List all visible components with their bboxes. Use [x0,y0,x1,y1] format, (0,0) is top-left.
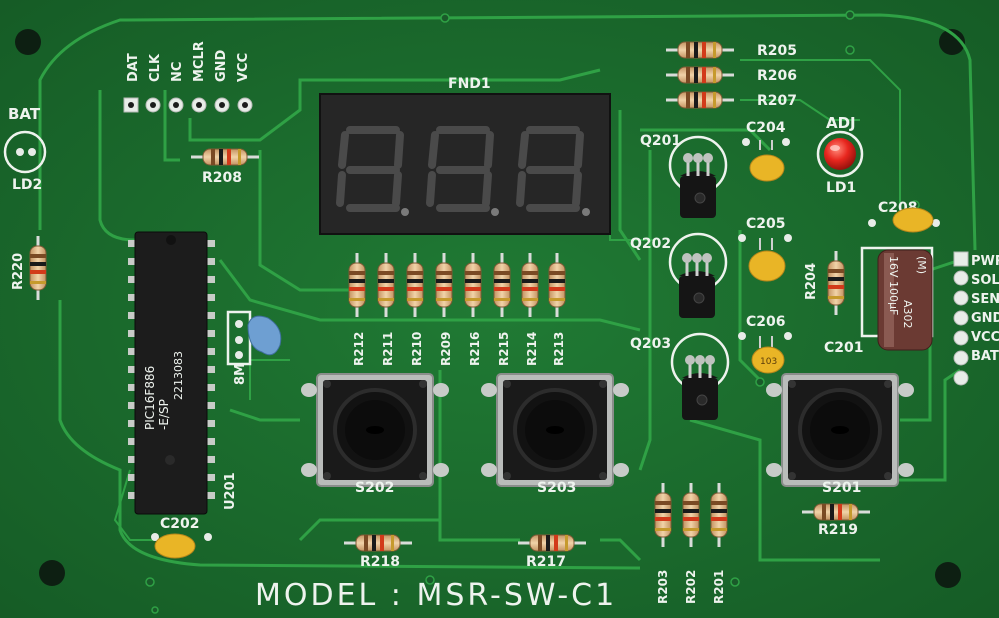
ld2-label: LD2 [12,177,42,193]
conn-label-sen: SEN [971,292,999,307]
capacitor-c205: C205 [738,216,792,282]
microcontroller-u201: PIC16F886 -E/SP 2213083 U201 [128,231,238,515]
svg-text:S203: S203 [537,480,576,496]
svg-text:R205: R205 [757,43,797,59]
header-label-nc: NC [170,62,185,82]
transistor-q201: Q201 [640,133,728,220]
svg-text:C201: C201 [824,340,864,356]
chip-part-number: PIC16F886 [143,366,157,430]
mounting-holes [15,29,965,588]
svg-text:R218: R218 [360,554,400,570]
push-button-s201[interactable]: S201 [764,372,916,496]
svg-text:R220: R220 [11,253,26,290]
svg-text:S202: S202 [355,480,394,496]
svg-text:R207: R207 [757,93,797,109]
svg-text:R203: R203 [656,570,670,604]
battery-led-ld2: BAT LD2 [3,105,47,193]
conn-label-bat: BAT [971,349,999,364]
svg-text:Q201: Q201 [640,133,681,149]
resistor-r217: R217 [516,533,588,570]
model-label: MODEL : MSR-SW-C1 [255,578,617,613]
svg-text:R216: R216 [468,332,482,366]
seven-segment-display: FND1 [319,76,611,235]
ecap-code: A302 [901,300,914,329]
resistor-r218: R218 [342,533,414,570]
copper-traces [38,13,977,570]
svg-text:R208: R208 [202,170,242,186]
capacitor-c204: C204 [742,120,790,182]
display-label: FND1 [448,76,491,92]
svg-text:R209: R209 [439,332,453,366]
ecap-tolerance: (M) [915,256,928,274]
svg-text:C205: C205 [746,216,786,232]
bat-label: BAT [8,105,41,123]
u201-label: U201 [223,472,238,510]
resistor-r220: R220 [11,234,48,302]
svg-text:LD1: LD1 [826,180,856,196]
svg-text:R211: R211 [381,332,395,366]
header-label-clk: CLK [148,53,163,82]
svg-text:S201: S201 [822,480,861,496]
header-label-vcc: VCC [236,53,251,82]
capacitor-c206: C206 103 [738,314,792,374]
push-button-s202[interactable]: S202 [299,372,451,496]
transistor-q202: Q202 [630,232,728,320]
svg-text:8M: 8M [233,363,248,385]
svg-text:C206: C206 [746,314,786,330]
svg-text:R212: R212 [352,332,366,366]
svg-text:Q203: Q203 [630,336,671,352]
cap-code: 103 [760,357,777,367]
svg-text:R204: R204 [804,263,819,300]
svg-text:R201: R201 [712,570,726,604]
svg-text:R206: R206 [757,68,797,84]
chip-lot: 2213083 [172,351,185,400]
resistors-r205-r207: R205 R206 R207 [664,40,797,110]
conn-label-sol: SOL [971,273,999,288]
crystal-8m: 8M [226,310,282,385]
chip-package: -E/SP [157,399,171,430]
svg-text:C204: C204 [746,120,786,136]
power-connector: PWR SOL SEN GND VCC BAT [953,251,999,386]
svg-text:R213: R213 [552,332,566,366]
header-label-mclr: MCLR [192,41,207,82]
svg-text:R215: R215 [497,332,511,366]
conn-label-gnd: GND [971,311,999,326]
push-button-s203[interactable]: S203 [479,372,631,496]
resistors-r201-r203: R203 R202 R201 [653,481,729,604]
resistor-r219: R219 [800,502,872,538]
resistor-r204: R204 [804,249,846,317]
resistor-row: R212 R211 R210 R209 R216 R215 R214 R213 [347,251,567,366]
svg-text:R214: R214 [525,332,539,366]
ecap-rating: 16V 100µF [887,256,900,315]
svg-text:R217: R217 [526,554,566,570]
svg-text:R219: R219 [818,522,858,538]
conn-label-vcc: VCC [971,330,999,345]
electrolytic-capacitor-c201: 16V 100µF A302 (M) C201 [824,246,934,356]
svg-text:Q202: Q202 [630,236,671,252]
conn-label-pwr: PWR [971,254,999,269]
capacitor-c202: C202 [151,516,212,559]
svg-text:C202: C202 [160,516,200,532]
programming-header: DAT CLK NC MCLR GND VCC [123,41,253,113]
resistor-r208: R208 [189,147,261,186]
svg-text:R210: R210 [410,332,424,366]
header-label-dat: DAT [126,53,141,82]
capacitor-c208: C208 [868,200,940,233]
header-label-gnd: GND [214,49,229,82]
svg-text:R202: R202 [684,570,698,604]
svg-text:ADJ: ADJ [826,114,856,132]
transistor-q203: Q203 [630,332,730,422]
adjust-led-ld1: ADJ LD1 [816,114,864,196]
